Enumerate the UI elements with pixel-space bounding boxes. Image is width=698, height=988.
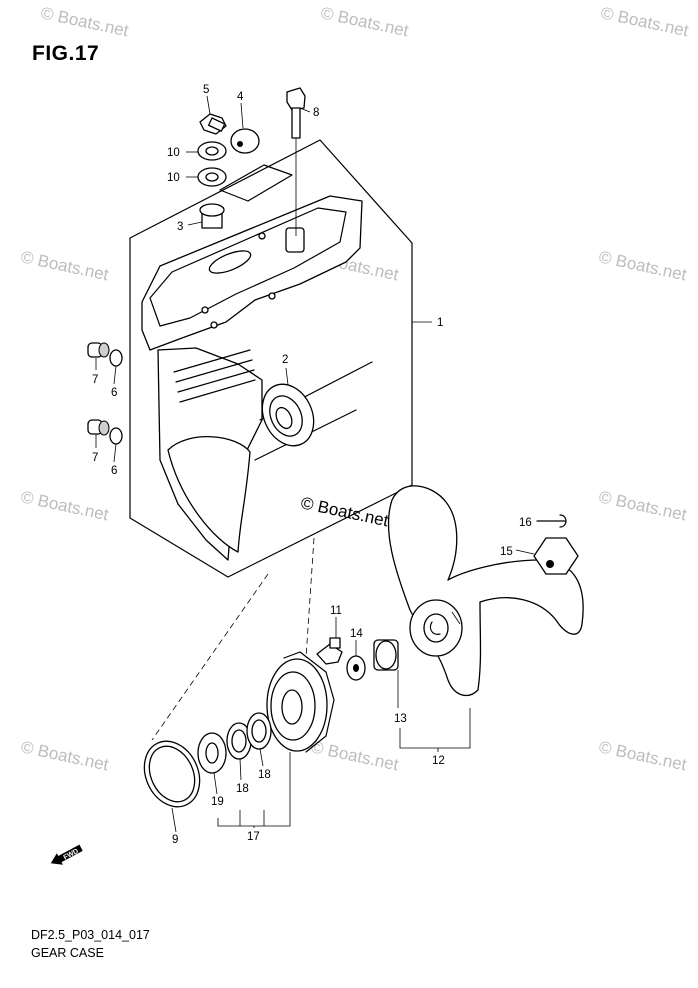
- callout-7: 7: [92, 374, 98, 386]
- guide-lines: [151, 537, 315, 741]
- callout-2: 2: [282, 354, 288, 366]
- callout-6: 6: [111, 387, 117, 399]
- watermark: © Boats.net: [19, 737, 110, 774]
- callout-18: 18: [236, 783, 249, 795]
- callout-6: 6: [111, 465, 117, 477]
- watermark: © Boats.net: [319, 3, 410, 40]
- bearing-2: [261, 383, 315, 447]
- callout-1: 1: [437, 317, 443, 329]
- watermark: © Boats.net: [599, 3, 690, 40]
- callout-16: 16: [519, 517, 532, 529]
- callout-leaders: [95, 95, 550, 833]
- watermark: © Boats.net: [597, 737, 688, 774]
- callout-8: 8: [313, 107, 319, 119]
- arrow-icon: [50, 844, 83, 865]
- watermark: © Boats.net: [39, 3, 130, 40]
- callout-19: 19: [211, 796, 224, 808]
- prop-nut-and-pin: [533, 514, 579, 575]
- figure-title: FIG.17: [32, 42, 100, 65]
- watermark: © Boats.net: [19, 487, 110, 524]
- callout-18: 18: [258, 769, 271, 781]
- side-plugs: [87, 342, 123, 445]
- shaft-parts: [316, 637, 399, 681]
- callout-17: 17: [247, 831, 260, 843]
- callout-labels: 1 2 3 4 5 6 6 7 7 8 9 10 10 11 12 13 14 …: [92, 84, 532, 846]
- watermark: © Boats.net: [19, 247, 110, 284]
- callout-10: 10: [167, 147, 180, 159]
- callout-13: 13: [394, 713, 407, 725]
- gear-case-body: [141, 195, 373, 561]
- callout-10: 10: [167, 172, 180, 184]
- watermark: © Boats.net: [597, 487, 688, 524]
- gear-case-frame: [129, 139, 413, 578]
- fwd-label: FWD: [62, 848, 79, 862]
- callout-11: 11: [330, 605, 342, 617]
- callout-7: 7: [92, 452, 98, 464]
- forward-direction-badge: FWD: [50, 844, 83, 865]
- callout-14: 14: [350, 628, 363, 640]
- callout-9: 9: [172, 834, 178, 846]
- watermark-center: © Boats.net: [299, 493, 390, 530]
- callout-3: 3: [177, 221, 183, 233]
- watermark: © Boats.net: [309, 737, 400, 774]
- propeller-12: [387, 485, 584, 697]
- callout-12: 12: [432, 755, 445, 767]
- figure-code: DF2.5_P03_014_017: [31, 928, 150, 942]
- figure-name: GEAR CASE: [31, 946, 104, 960]
- callout-5: 5: [203, 84, 209, 96]
- shaft-housing: [143, 651, 335, 808]
- watermark: © Boats.net: [597, 247, 688, 284]
- callout-15: 15: [500, 546, 513, 558]
- top-small-parts: [197, 87, 306, 236]
- callout-4: 4: [237, 91, 244, 103]
